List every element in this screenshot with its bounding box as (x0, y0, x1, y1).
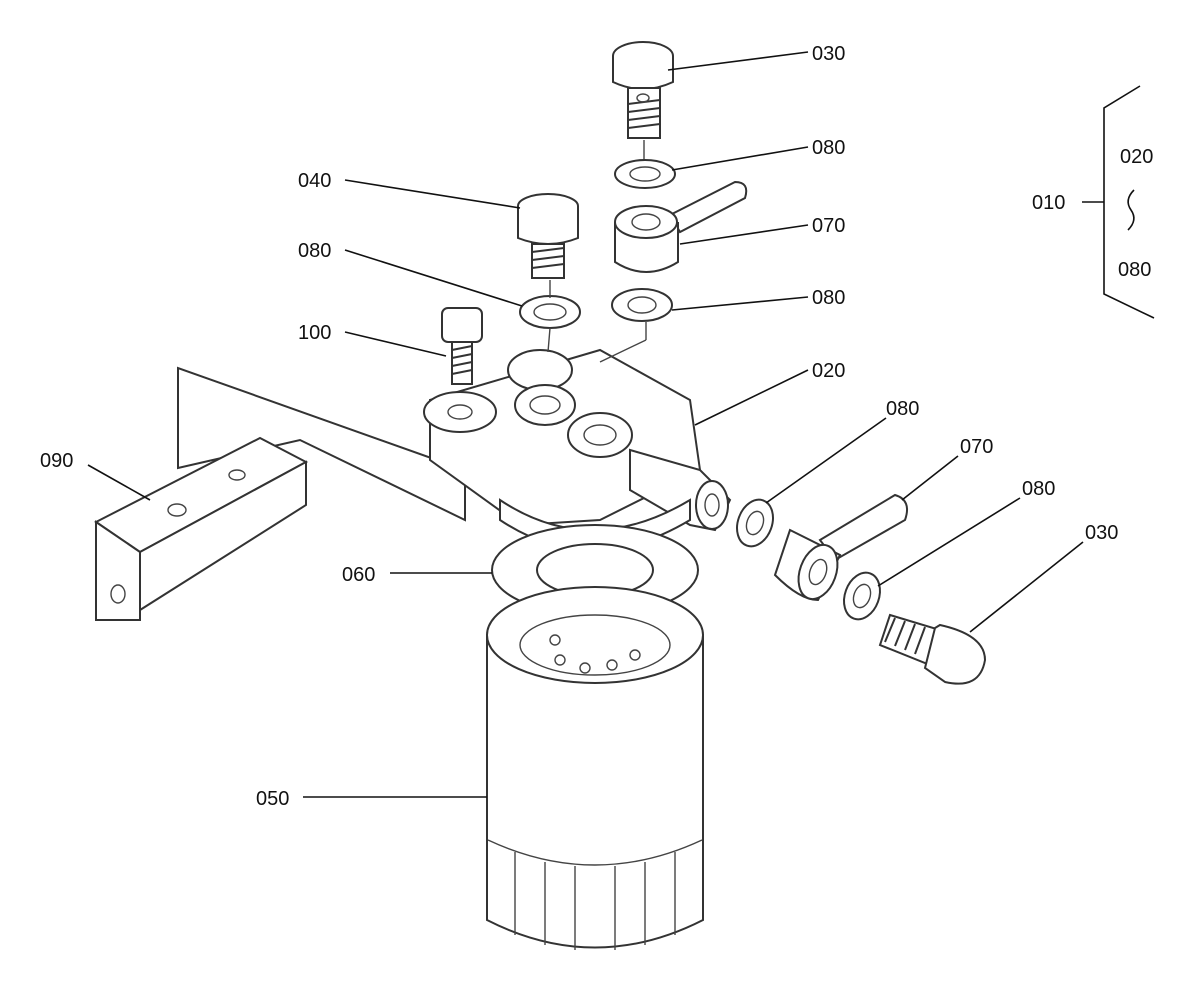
callout-100: 100 (298, 322, 331, 344)
callout-080-top-1: 080 (812, 137, 845, 159)
callout-020: 020 (812, 360, 845, 382)
callout-070-side: 070 (960, 436, 993, 458)
callout-040: 040 (298, 170, 331, 192)
side-banjo-fitting (773, 493, 908, 602)
side-banjo-bolt (878, 613, 987, 685)
top-banjo-fitting (614, 180, 748, 273)
callout-090: 090 (40, 450, 73, 472)
callout-080-top-2: 080 (812, 287, 845, 309)
plug-washer (519, 295, 581, 329)
assembly-range-symbol (1127, 189, 1135, 231)
top-banjo-bolt (612, 41, 674, 139)
callout-030-side: 030 (1085, 522, 1118, 544)
top-washer-lower (611, 288, 673, 322)
callout-080-side-1: 080 (886, 398, 919, 420)
callout-080-plug: 080 (298, 240, 331, 262)
filter-cartridge (486, 586, 704, 950)
leader-lines (87, 51, 1155, 798)
mount-bolt (441, 307, 483, 385)
callout-030-top: 030 (812, 43, 845, 65)
side-washer-1 (736, 498, 774, 548)
callout-070-top: 070 (812, 215, 845, 237)
mounting-bracket (94, 366, 466, 621)
callout-060: 060 (342, 564, 375, 586)
assembly-range-to: 080 (1118, 259, 1151, 281)
plug (517, 193, 579, 279)
assembly-range-from: 020 (1120, 146, 1153, 168)
callout-050: 050 (256, 788, 289, 810)
top-washer-upper (614, 159, 676, 189)
side-washer-2 (843, 571, 881, 621)
callout-010: 010 (1032, 192, 1065, 214)
callout-080-side-2: 080 (1022, 478, 1055, 500)
